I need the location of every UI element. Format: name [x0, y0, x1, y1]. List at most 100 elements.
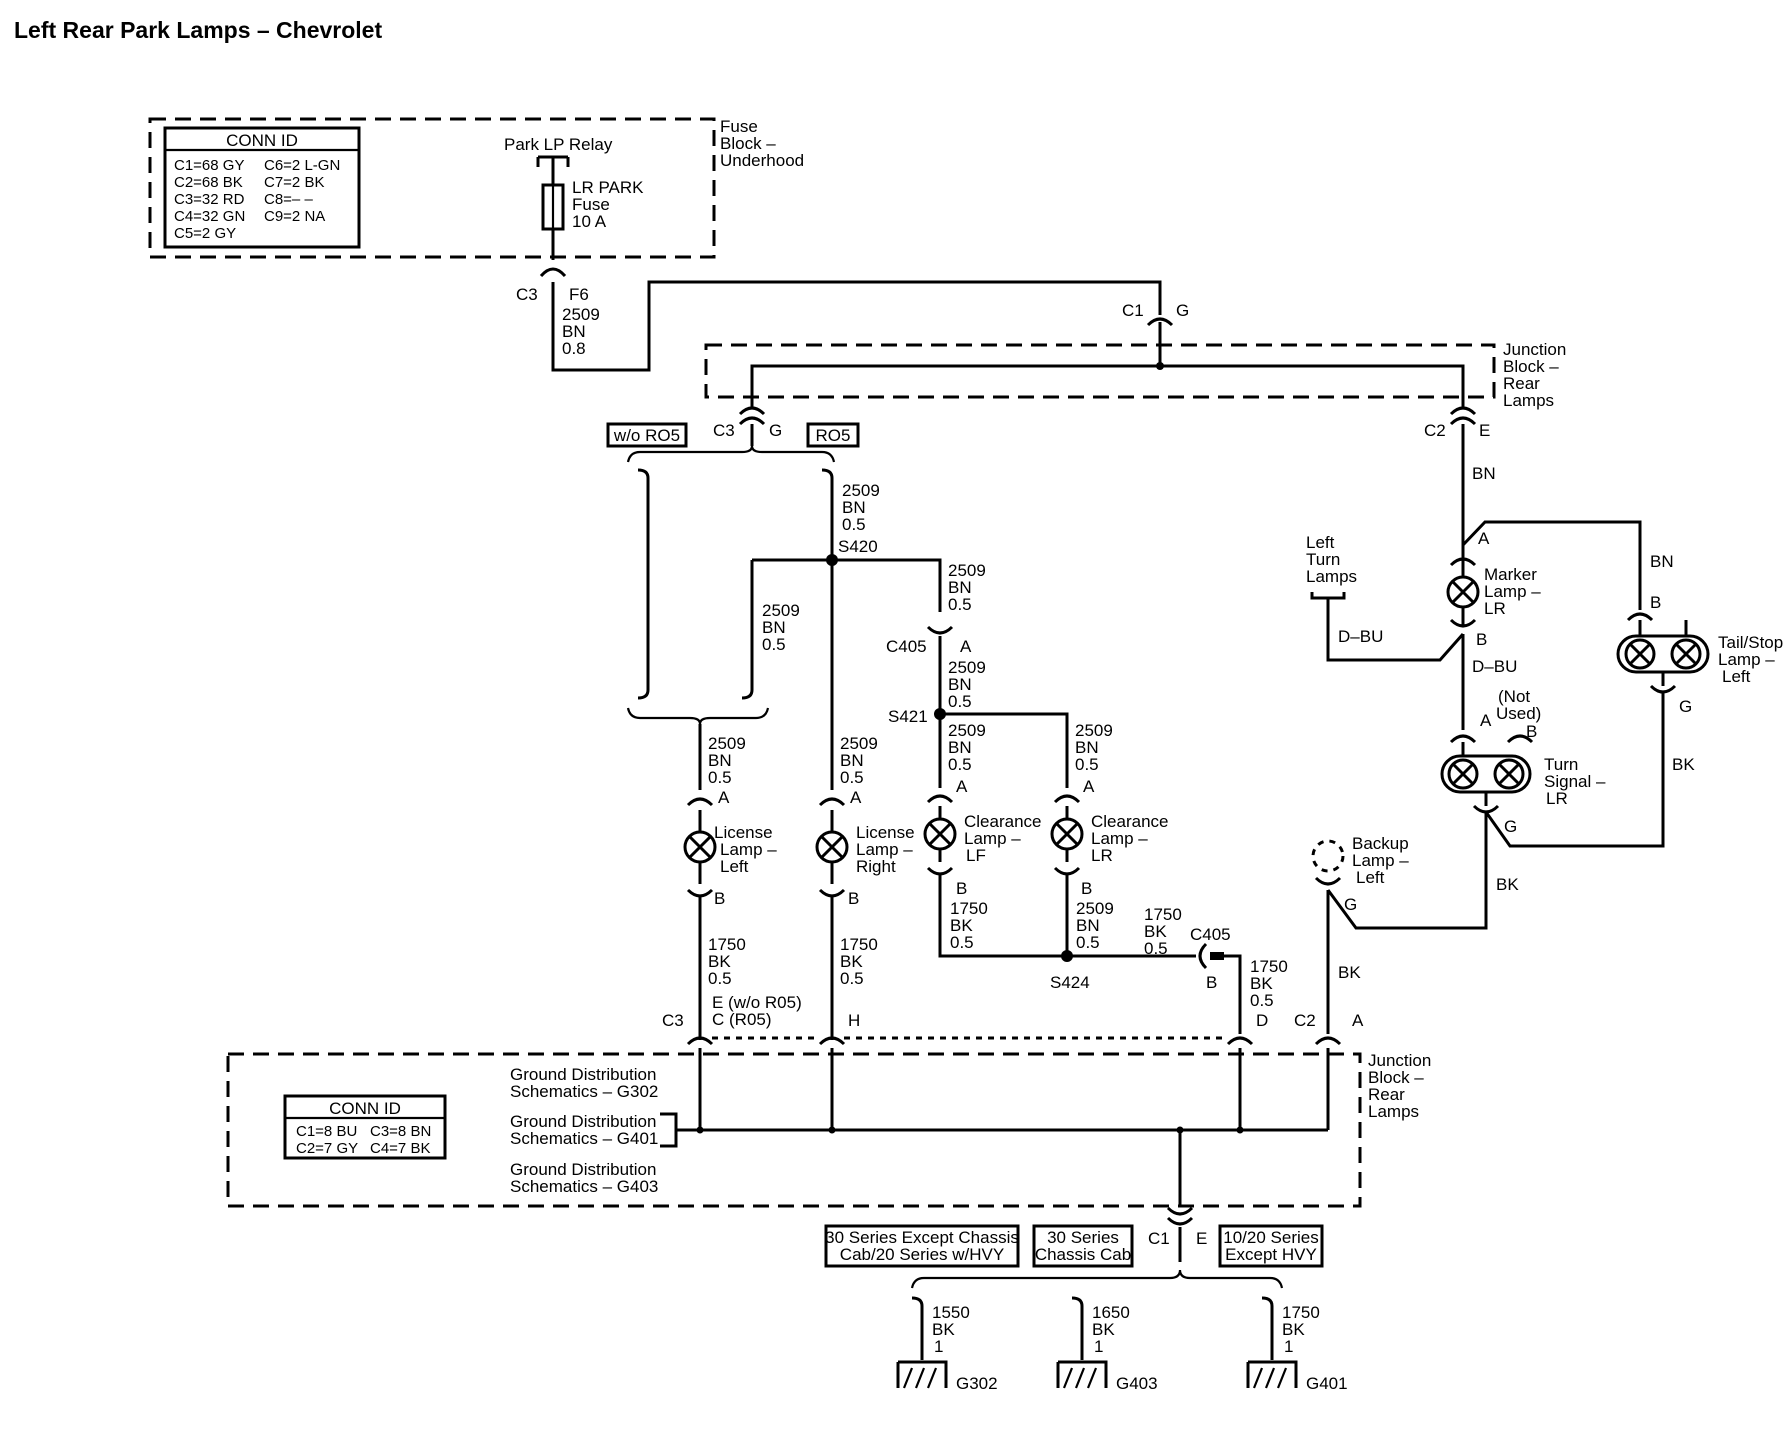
- option-without-ro5: w/o RO5: [606, 422, 688, 448]
- wire-label: 1: [1094, 1337, 1103, 1356]
- wire-label: BN: [708, 751, 732, 770]
- c2-e-label: C2: [1424, 421, 1446, 440]
- c1-pin-label: G: [1176, 301, 1189, 320]
- pin-label: B: [1081, 879, 1092, 898]
- wire-label: 2509: [708, 734, 746, 753]
- wire-label: BN: [562, 322, 586, 341]
- clearance-lf-label-1: Clearance: [964, 812, 1042, 831]
- wire-label: BN: [842, 498, 866, 517]
- wire-label: 0.5: [762, 635, 786, 654]
- c2-bottom-pin-label: A: [1352, 1011, 1364, 1030]
- junction-top-label-4: Lamps: [1503, 391, 1554, 410]
- c2-e-pin-label: E: [1479, 421, 1490, 440]
- wire-label: 2509: [948, 658, 986, 677]
- fuse-block-label-2: Block –: [720, 134, 776, 153]
- wire-label: 2509: [840, 734, 878, 753]
- junction-top-label-1: Junction: [1503, 340, 1566, 359]
- wire-label: 1750: [1250, 957, 1288, 976]
- left-turn-label-3: Lamps: [1306, 567, 1357, 586]
- conn-id-cell: C5=2 GY: [174, 225, 236, 242]
- conn-id-cell: C3=32 RD: [174, 191, 245, 208]
- turn-signal-label-1: Turn: [1544, 755, 1578, 774]
- backup-label-3: Left: [1356, 868, 1385, 887]
- fuse-block-conn-id-table: CONN ID C1=68 GY C6=2 L-GN C2=68 BK C7=2…: [163, 126, 361, 249]
- wire-label: BN: [762, 618, 786, 637]
- clearance-lamp-lr: [1050, 794, 1084, 876]
- option-ro5: RO5: [806, 422, 860, 448]
- wire-label: BK: [708, 952, 731, 971]
- splice-s421-label: S421: [888, 707, 928, 726]
- wire-label: 0.5: [842, 515, 866, 534]
- junction-top-label-3: Rear: [1503, 374, 1540, 393]
- wire-dbu-label-2: D–BU: [1472, 657, 1517, 676]
- park-lp-relay-label: Park LP Relay: [504, 135, 613, 154]
- wire-label: BK: [1250, 974, 1273, 993]
- svg-text:Except HVY: Except HVY: [1225, 1245, 1317, 1264]
- wire-label: BK: [1144, 922, 1167, 941]
- c1-bottom-pin-label: E: [1196, 1229, 1207, 1248]
- wire-clearance-lf-ground: [938, 874, 1067, 958]
- conn-id-cell: C9=2 NA: [264, 208, 325, 225]
- conn-id-cell: C6=2 L-GN: [264, 157, 340, 174]
- conn-id-cell: C2=68 BK: [174, 174, 243, 191]
- conn-id-cell: C7=2 BK: [264, 174, 324, 191]
- c3-g-label: C3: [713, 421, 735, 440]
- wire-bn-label-2: BN: [1650, 552, 1674, 571]
- marker-label-1: Marker: [1484, 565, 1537, 584]
- pin-label: B: [1650, 593, 1661, 612]
- pin-label: A: [1083, 777, 1095, 796]
- wire-label: 0.5: [948, 755, 972, 774]
- wire-s421-bus: [940, 712, 1069, 788]
- wire-label: 1: [1284, 1337, 1293, 1356]
- tail-stop-lamp-left: [1616, 612, 1710, 694]
- license-right-label-1: License: [856, 823, 915, 842]
- wire-label: 1650: [1092, 1303, 1130, 1322]
- wire-label: 1750: [1144, 905, 1182, 924]
- turn-signal-lr: [1440, 734, 1534, 814]
- fuse-block-label-3: Underhood: [720, 151, 804, 170]
- junction-bottom-label-4: Lamps: [1368, 1102, 1419, 1121]
- fuse-block-label-1: Fuse: [720, 117, 758, 136]
- c2-e-connector-symbol: [1449, 406, 1477, 416]
- license-lamp-left: [683, 797, 717, 898]
- ground-g401: [1246, 1296, 1298, 1389]
- wire-label: 0.5: [840, 768, 864, 787]
- c405-label: C405: [886, 637, 927, 656]
- ground-g401-label: G401: [1306, 1374, 1348, 1393]
- wire-label: BK: [1282, 1320, 1305, 1339]
- junction-top-label-2: Block –: [1503, 357, 1559, 376]
- wire-label: BN: [1076, 916, 1100, 935]
- left-turn-label-2: Turn: [1306, 550, 1340, 569]
- c1-e-connector-symbol: [1166, 1206, 1194, 1216]
- pin-label: B: [848, 889, 859, 908]
- wire-label: 2509: [562, 305, 600, 324]
- c405-b-connector-symbol: [1198, 942, 1208, 970]
- c405-b-pin-label: B: [1206, 973, 1217, 992]
- left-turn-label-1: Left: [1306, 533, 1335, 552]
- c3-bottom-label: C3: [662, 1011, 684, 1030]
- backup-label-2: Lamp –: [1352, 851, 1409, 870]
- wire-label: BN: [948, 578, 972, 597]
- svg-text:RO5: RO5: [816, 426, 851, 445]
- wire-label: 2509: [948, 561, 986, 580]
- wire-label: 2509: [762, 601, 800, 620]
- c3-g-pin-label: G: [769, 421, 782, 440]
- c405-b-label: C405: [1190, 925, 1231, 944]
- conn-id-cell: C4=32 GN: [174, 208, 245, 225]
- wire-label: 0.5: [840, 969, 864, 988]
- wire-bk-tail-to-turn: [1484, 692, 1665, 848]
- fuse-label-3: 10 A: [572, 212, 607, 231]
- option-brace-top: [626, 445, 836, 463]
- svg-text:30 Series: 30 Series: [1047, 1228, 1119, 1247]
- wire-label: 2509: [948, 721, 986, 740]
- wire-label: 0.5: [708, 969, 732, 988]
- wire-bk-turn-to-backup: [1326, 812, 1488, 930]
- junction-bottom-conn-id-table: CONN ID C1=8 BU C3=8 BN C2=7 GY C4=7 BK: [283, 1094, 447, 1160]
- junction-block-rear-lamps-top: Junction Block – Rear Lamps: [704, 340, 1566, 410]
- svg-text:Chassis Cab: Chassis Cab: [1035, 1245, 1131, 1264]
- junction-bottom-label-2: Block –: [1368, 1068, 1424, 1087]
- wire-label: 2509: [842, 481, 880, 500]
- wire-label: BN: [1075, 738, 1099, 757]
- wire-label: 1750: [840, 935, 878, 954]
